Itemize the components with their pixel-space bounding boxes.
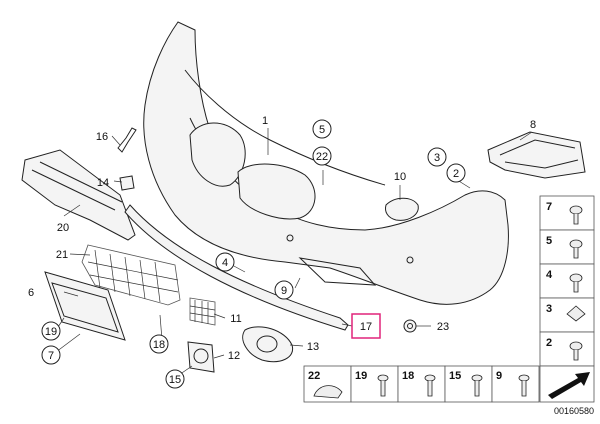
bottom-cell-label: 18 — [402, 370, 414, 382]
bottom-cell-18 — [397, 365, 446, 403]
arrow-icon — [539, 365, 595, 403]
label-5: 5 — [319, 124, 325, 136]
bottom-cell-9 — [491, 365, 540, 403]
label-1: 1 — [262, 115, 268, 127]
callout-15 — [165, 369, 185, 389]
label-11: 11 — [230, 313, 241, 325]
label-2: 2 — [453, 168, 459, 180]
label-10: 10 — [394, 171, 406, 183]
label-20: 20 — [57, 222, 69, 234]
bottom-cell-label: 15 — [449, 370, 461, 382]
tow-hook-cover — [385, 197, 419, 221]
screw-head-drawing — [377, 374, 389, 382]
bottom-parts-row: 22 19 18 15 9 — [303, 365, 540, 403]
screw-shank-drawing — [474, 381, 480, 397]
label-7: 7 — [48, 350, 54, 362]
screw-shank-drawing — [573, 214, 579, 225]
bottom-cell-label: 9 — [496, 370, 502, 382]
screw-shank-drawing — [380, 381, 386, 397]
label-texts: 1 5 22 8 3 2 10 16 14 20 21 4 9 6 19 7 1… — [28, 115, 536, 386]
small-brackets — [117, 127, 137, 191]
screw-shank-drawing — [427, 381, 433, 397]
air-duct-bracket — [487, 131, 586, 179]
label-3: 3 — [434, 152, 440, 164]
right-parts-column: 7 5 4 3 2 — [539, 195, 595, 367]
label-14: 14 — [97, 177, 109, 189]
callout-2 — [446, 163, 466, 183]
highlight-box-17 — [351, 313, 381, 339]
label-13: 13 — [307, 341, 319, 353]
clip-23 — [403, 319, 417, 333]
label-17: 17 — [360, 321, 372, 333]
label-8: 8 — [530, 119, 536, 131]
label-16: 16 — [96, 131, 108, 143]
label-15: 15 — [169, 374, 181, 386]
callout-19 — [41, 321, 61, 341]
label-21: 21 — [56, 249, 68, 261]
right-cell-3 — [539, 297, 595, 333]
screw-head-drawing — [471, 374, 483, 382]
bottom-cell-label: 19 — [355, 370, 367, 382]
right-cell-label: 2 — [546, 337, 552, 349]
label-19: 19 — [45, 326, 57, 338]
bottom-cell-22 — [303, 365, 352, 403]
right-cell-label: 4 — [546, 269, 553, 281]
callout-7 — [41, 345, 61, 365]
callouts — [41, 119, 466, 389]
label-18: 18 — [153, 339, 165, 351]
doc-number: 00160580 — [554, 406, 594, 416]
callout-3 — [427, 147, 447, 167]
callout-4 — [215, 252, 235, 272]
label-4: 4 — [222, 257, 228, 269]
callout-18 — [149, 334, 169, 354]
bumper-reinforcement — [21, 149, 136, 241]
clip-drawing — [566, 305, 586, 322]
gasket-drawing — [313, 385, 343, 399]
screw-head-drawing — [569, 341, 583, 351]
callout-22 — [312, 146, 332, 166]
front-bumper — [143, 21, 509, 305]
label-6: 6 — [28, 287, 34, 299]
screw-shank-drawing — [573, 350, 579, 361]
bottom-cell-label: 22 — [308, 370, 320, 382]
screw-head-drawing — [569, 273, 583, 283]
screw-head-drawing — [569, 205, 583, 215]
right-cell-4 — [539, 263, 595, 299]
fog-cover-left — [187, 341, 215, 373]
leader-lines — [55, 128, 533, 378]
label-23: 23 — [437, 321, 449, 333]
screw-shank-drawing — [573, 282, 579, 293]
fog-grille-left — [189, 297, 216, 326]
right-cell-label: 3 — [546, 303, 552, 315]
label-9: 9 — [281, 285, 287, 297]
callout-9 — [274, 280, 294, 300]
right-cell-label: 7 — [546, 201, 552, 213]
label-12: 12 — [228, 350, 240, 362]
license-plate-bracket — [44, 271, 126, 341]
screw-shank-drawing — [573, 248, 579, 259]
label-22: 22 — [316, 151, 328, 163]
screw-head-drawing — [518, 374, 530, 382]
bottom-cell-19 — [350, 365, 399, 403]
callout-5 — [312, 119, 332, 139]
right-cell-label: 5 — [546, 235, 552, 247]
center-grille — [81, 244, 181, 306]
right-cell-5 — [539, 229, 595, 265]
screw-head-drawing — [569, 239, 583, 249]
fog-trim-ring — [242, 326, 294, 363]
right-cell-7 — [539, 195, 595, 231]
lower-trim-strip — [124, 204, 349, 331]
screw-shank-drawing — [521, 381, 527, 397]
screw-head-drawing — [424, 374, 436, 382]
